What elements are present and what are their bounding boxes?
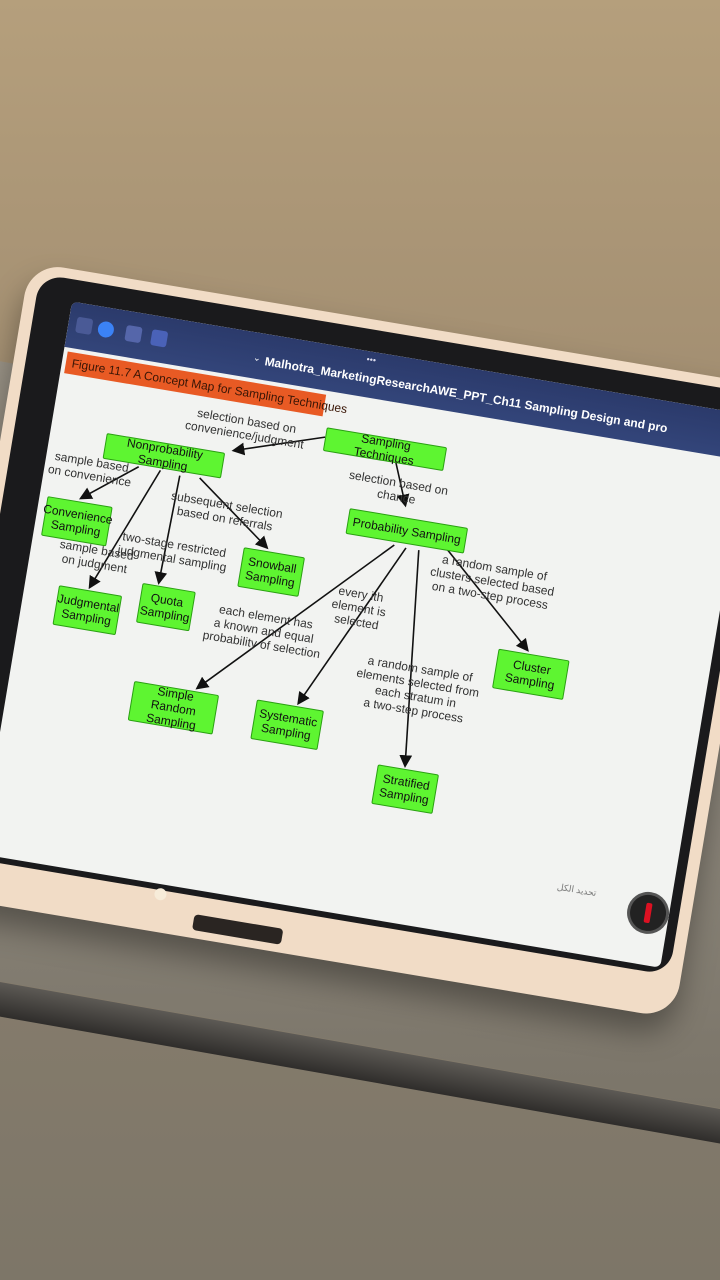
camera-dot — [153, 887, 168, 902]
edge-prob-cluster — [444, 545, 529, 652]
edge-label-every-ith: every ith element is selected — [330, 583, 387, 633]
concept-map-arrows — [78, 436, 529, 769]
edge-nonprob-quota — [154, 475, 181, 585]
tablet-case: ••• ⌄ Malhotra_MarketingResearchAWE_PPT_… — [0, 262, 720, 1019]
edge-root-nonprob — [231, 436, 326, 456]
tablet-bezel: ••• ⌄ Malhotra_MarketingResearchAWE_PPT_… — [0, 273, 720, 976]
node-quota: Quota Sampling — [135, 582, 196, 632]
edge-nonprob-snowball — [199, 477, 269, 550]
pencil-slot — [191, 914, 284, 945]
edge-root-prob — [394, 459, 410, 508]
edge-prob-stratified — [399, 550, 420, 769]
edge-nonprob-judgmental — [88, 469, 162, 590]
edge-prob-simple — [195, 544, 395, 690]
edge-nonprob-convenience — [78, 466, 140, 500]
edge-prob-systematic — [297, 547, 407, 706]
tablet-screen: ••• ⌄ Malhotra_MarketingResearchAWE_PPT_… — [0, 301, 720, 968]
